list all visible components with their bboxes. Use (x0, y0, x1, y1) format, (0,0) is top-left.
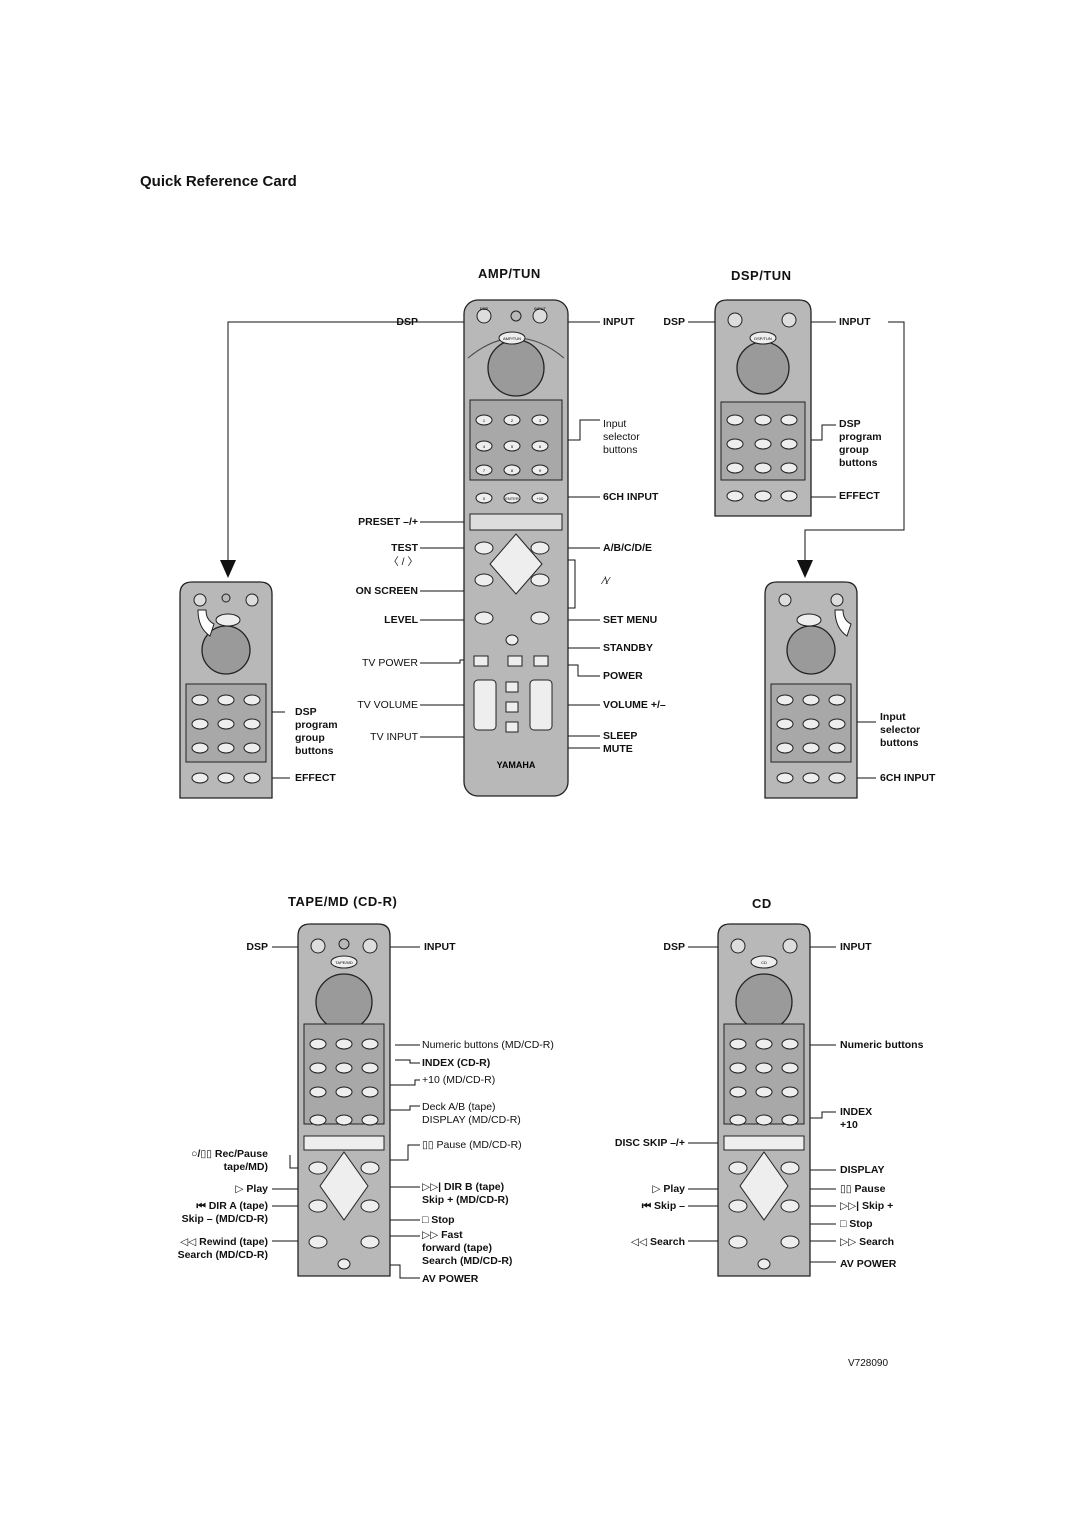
amp-level-label: LEVEL (384, 614, 418, 626)
cd-stop-label: □ Stop (840, 1218, 873, 1230)
section-cd: CD (752, 896, 772, 911)
tape-input-label: INPUT (424, 941, 456, 953)
num-9: 9 (539, 468, 542, 473)
tape-pause-label: ▯▯ Pause (MD/CD-R) (422, 1139, 522, 1151)
right-small-6ch-label: 6CH INPUT (880, 772, 936, 784)
tape-play-label: ▷ Play (235, 1183, 268, 1195)
plus10-key: +10 (537, 496, 545, 501)
cd-avpower-label: AV POWER (840, 1258, 897, 1270)
cd-discskip-label: DISC SKIP –/+ (614, 1137, 685, 1149)
cd-index-label: INDEX +10 (840, 1106, 873, 1132)
cd-pause-label: ▯▯ Pause (840, 1183, 886, 1195)
tape-numeric-label: Numeric buttons (MD/CD-R) (422, 1039, 554, 1051)
enter-key: ENTER (505, 496, 519, 501)
amp-6ch-label: 6CH INPUT (603, 491, 659, 503)
remote-dsp-label: DSP (480, 306, 489, 311)
amp-mute-label: MUTE (603, 743, 633, 755)
tape-recpause-label: ○/▯▯ Rec/Pause tape/MD) (191, 1148, 268, 1174)
num-7: 7 (483, 468, 486, 473)
num-3: 3 (539, 418, 542, 423)
tape-index-label: INDEX (CD-R) (422, 1057, 491, 1069)
num-6: 6 (539, 444, 542, 449)
yamaha-logo: YAMAHA (497, 760, 536, 770)
dsptun-badge: DSP/TUN (754, 336, 772, 341)
right-small-remote (764, 581, 858, 799)
amp-test-label: TEST (391, 542, 418, 554)
amp-preset-label: PRESET –/+ (358, 516, 418, 528)
num-1: 1 (483, 418, 486, 423)
tape-md-remote: TAPE/MD (297, 923, 391, 1277)
dsptun-effect-label: EFFECT (839, 490, 880, 502)
right-small-input-selector-label: Input selector buttons (880, 711, 921, 750)
tape-dsp-label: DSP (246, 941, 268, 953)
tape-fast-label: ▷▷ Fast forward (tape) Search (MD/CD-R) (422, 1229, 513, 1268)
amp-tvpower-label: TV POWER (361, 657, 418, 669)
remote-input-label: INPUT (534, 306, 547, 311)
amp-setmenu-label: SET MENU (603, 614, 658, 626)
num-8: 8 (511, 468, 514, 473)
amp-tvinput-label: TV INPUT (370, 731, 418, 743)
left-small-effect-label: EFFECT (295, 772, 336, 784)
tape-dira-label: ⏮ DIR A (tape) Skip – (MD/CD-R) (181, 1200, 268, 1226)
amp-dsp-label: DSP (396, 316, 418, 328)
left-small-dsp-program-label: DSP program group buttons (295, 706, 338, 758)
amp-volume-label: VOLUME +/– (603, 699, 666, 711)
section-amp-tun: AMP/TUN (478, 266, 541, 281)
section-dsp-tun: DSP/TUN (731, 268, 792, 283)
tape-dirb-label: ▷▷| DIR B (tape) Skip + (MD/CD-R) (422, 1181, 509, 1207)
amp-input-label: INPUT (603, 316, 635, 328)
dsptun-dsp-label: DSP (663, 316, 685, 328)
amp-input-selector-label: Input selector buttons (603, 418, 640, 457)
amp-abcde-label: A/B/C/D/E (603, 542, 653, 554)
amp-tun-remote: DSP INPUT AMP/TUN 1 2 3 4 5 6 7 8 9 0 EN… (463, 299, 569, 797)
tape-rewind-label: ◁◁ Rewind (tape) Search (MD/CD-R) (177, 1236, 268, 1262)
num-2: 2 (511, 418, 514, 423)
cd-numeric-label: Numeric buttons (840, 1039, 924, 1051)
dsptun-dsp-program-label: DSP program group buttons (839, 418, 882, 470)
cd-dsp-label: DSP (663, 941, 685, 953)
num-0: 0 (483, 496, 486, 501)
amp-onscreen-label: ON SCREEN (355, 585, 418, 597)
amp-arrows-label: 〈 / 〉 (388, 556, 418, 568)
document-code: V728090 (848, 1358, 889, 1369)
cd-skip-plus-label: ▷▷| Skip + (840, 1200, 894, 1212)
page-title: Quick Reference Card (140, 173, 297, 190)
dsptun-input-label: INPUT (839, 316, 871, 328)
cd-badge: CD (761, 960, 767, 965)
amp-power-label: POWER (603, 670, 643, 682)
amp-updown-label: ⁄\⁄ (603, 575, 610, 587)
cd-search-fwd-label: ▷▷ Search (840, 1236, 895, 1248)
amp-sleep-label: SLEEP (603, 730, 638, 742)
dsp-tun-remote: DSP/TUN (714, 299, 812, 517)
cd-search-rev-label: ◁◁ Search (630, 1236, 685, 1248)
num-5: 5 (511, 444, 514, 449)
left-small-remote (179, 581, 273, 799)
cd-display-label: DISPLAY (840, 1164, 885, 1176)
tape-plus10-label: +10 (MD/CD-R) (422, 1074, 496, 1086)
cd-skip-minus-label: ⏮ Skip – (641, 1200, 685, 1212)
tape-avpower-label: AV POWER (422, 1273, 479, 1285)
cd-play-label: ▷ Play (652, 1183, 685, 1195)
amp-standby-label: STANDBY (603, 642, 653, 654)
cd-remote: CD (717, 923, 811, 1277)
amp-tvvolume-label: TV VOLUME (357, 699, 418, 711)
amptun-badge: AMP/TUN (503, 336, 521, 341)
tapemd-badge: TAPE/MD (335, 960, 353, 965)
cd-input-label: INPUT (840, 941, 872, 953)
tape-stop-label: □ Stop (422, 1214, 455, 1226)
section-tape-md: TAPE/MD (CD-R) (288, 894, 398, 909)
tape-deck-ab-label: Deck A/B (tape) DISPLAY (MD/CD-R) (422, 1101, 521, 1127)
num-4: 4 (483, 444, 486, 449)
